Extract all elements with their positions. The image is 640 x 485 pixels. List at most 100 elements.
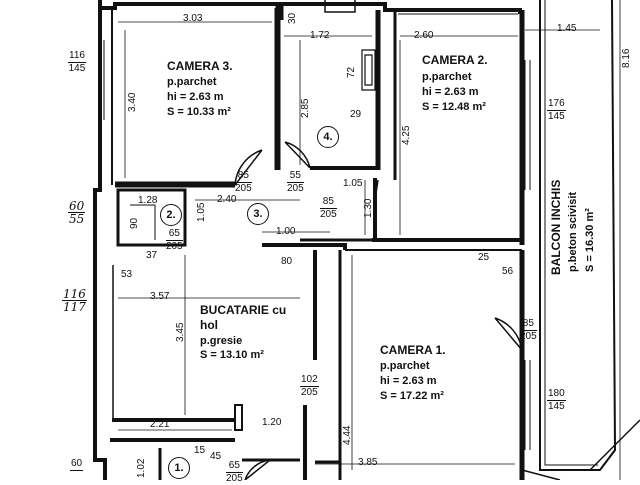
door-102-205-height: 205 <box>301 387 318 398</box>
door-85-205-camera3-width: 85 <box>235 170 252 183</box>
kitchen-name-line1: BUCATARIE cu <box>200 303 287 317</box>
hall-partition <box>262 243 347 250</box>
room-number-2: 2. <box>160 204 182 226</box>
dim-816: 8.16 <box>621 48 632 68</box>
camera2-area: S = 12.48 m² <box>422 101 486 113</box>
window-116-145-height: 145 <box>68 63 86 74</box>
camera3-height: hi = 2.63 m <box>167 91 224 103</box>
camera1-name: CAMERA 1. <box>380 343 446 357</box>
window-180-145-width: 180 <box>547 388 566 401</box>
balcony-diagonal <box>521 419 640 480</box>
bottom-wall <box>242 458 340 464</box>
dim-340: 3.40 <box>127 92 138 112</box>
balcony-floor: p.beton scivisit <box>567 191 579 272</box>
dim-105-b: 1.05 <box>196 202 207 222</box>
camera2-name: CAMERA 2. <box>422 53 488 67</box>
camera3-name: CAMERA 3. <box>167 59 233 73</box>
window-60-bottom: 60 <box>70 458 84 471</box>
dim-102: 1.02 <box>136 458 147 478</box>
dim-37: 37 <box>146 250 158 261</box>
outer-wall-top <box>98 0 522 14</box>
dim-444: 4.44 <box>342 425 353 445</box>
window-60-55-width: 60 <box>68 199 86 213</box>
door-camera3 <box>234 149 263 186</box>
dim-29: 29 <box>350 109 362 120</box>
dim-128: 1.28 <box>138 195 158 206</box>
door-camera2 <box>374 179 379 201</box>
window-camera2 <box>524 60 531 190</box>
kitchen-bottom-right <box>234 404 243 431</box>
closet-inner <box>130 204 156 240</box>
window-116-145: 116 145 <box>68 50 86 75</box>
dim-221: 2.21 <box>150 419 170 430</box>
kitchen-name-line2: hol <box>200 318 218 332</box>
door-65-205-wc-height: 205 <box>226 473 243 484</box>
dim-105-a: 1.05 <box>343 178 363 189</box>
door-65-205-closet: 65 205 <box>166 228 183 253</box>
dim-80: 80 <box>281 256 293 267</box>
dim-25: 25 <box>478 252 490 263</box>
kitchen-area: S = 13.10 m² <box>200 349 264 361</box>
window-116-117: 116 117 <box>62 288 87 313</box>
window-180-145-height: 145 <box>548 401 565 412</box>
door-85-205-hall: 85 205 <box>320 196 337 221</box>
dim-120: 1.20 <box>262 417 282 428</box>
room-number-3: 3. <box>247 203 269 225</box>
door-85-205-camera1: 85 205 <box>520 318 537 343</box>
window-60-55: 60 55 <box>68 199 86 226</box>
dim-145-top: 1.45 <box>557 23 577 34</box>
window-176-145-height: 145 <box>548 111 565 122</box>
window-180-145: 180 145 <box>547 388 566 413</box>
door-65-205-wc: 65 205 <box>226 460 243 485</box>
window-camera1 <box>524 360 531 450</box>
window-176-145: 176 145 <box>547 98 566 123</box>
door-55-205-bath-height: 205 <box>287 183 304 194</box>
window-60-55-height: 55 <box>69 212 85 226</box>
door-65-205-closet-width: 65 <box>166 228 183 241</box>
camera1-area: S = 17.22 m² <box>380 390 444 402</box>
dim-285: 2.85 <box>300 98 311 118</box>
door-102-205-width: 102 <box>300 374 319 387</box>
window-176-145-width: 176 <box>547 98 566 111</box>
door-wc <box>244 459 271 480</box>
camera2-height: hi = 2.63 m <box>422 86 479 98</box>
door-102-205: 102 205 <box>300 374 319 399</box>
window-116-117-height: 117 <box>63 300 86 314</box>
camera3-floor: p.parchet <box>167 76 217 88</box>
dim-357: 3.57 <box>150 291 170 302</box>
dim-385: 3.85 <box>358 457 378 468</box>
door-85-205-camera3: 85 205 <box>235 170 252 195</box>
window-60-bottom-width: 60 <box>70 458 84 471</box>
dim-345: 3.45 <box>175 322 186 342</box>
window-116-145-width: 116 <box>68 50 86 63</box>
door-85-205-camera3-height: 205 <box>235 183 252 194</box>
bath-fixture <box>361 49 376 91</box>
dim-56: 56 <box>502 266 514 277</box>
balcony-name: BALCON INCHIS <box>549 179 563 275</box>
dim-90: 90 <box>129 217 140 229</box>
room-number-1: 1. <box>168 457 190 479</box>
door-55-205-bath: 55 205 <box>287 170 304 195</box>
dim-15: 15 <box>194 445 206 456</box>
dim-100: 1.00 <box>276 226 296 237</box>
dim-260: 2.60 <box>414 30 434 41</box>
kitchen-floor: p.gresie <box>200 335 243 347</box>
room-number-4: 4. <box>317 126 339 148</box>
dim-425: 4.25 <box>401 125 412 145</box>
closet-box <box>116 188 187 247</box>
camera1-floor: p.parchet <box>380 360 430 372</box>
door-65-205-wc-width: 65 <box>226 460 243 473</box>
dim-30: 30 <box>287 12 298 24</box>
balcony-area: S = 16.30 m² <box>584 208 596 272</box>
dim-240: 2.40 <box>217 194 237 205</box>
door-85-205-hall-width: 85 <box>320 196 337 209</box>
door-85-205-camera1-height: 205 <box>520 331 537 342</box>
camera3-area: S = 10.33 m² <box>167 106 231 118</box>
dim-303: 3.03 <box>183 13 203 24</box>
door-bath <box>284 141 311 169</box>
door-camera1 <box>494 317 523 351</box>
camera1-height: hi = 2.63 m <box>380 375 437 387</box>
dim-53: 53 <box>121 269 133 280</box>
window-116-117-width: 116 <box>62 287 87 301</box>
